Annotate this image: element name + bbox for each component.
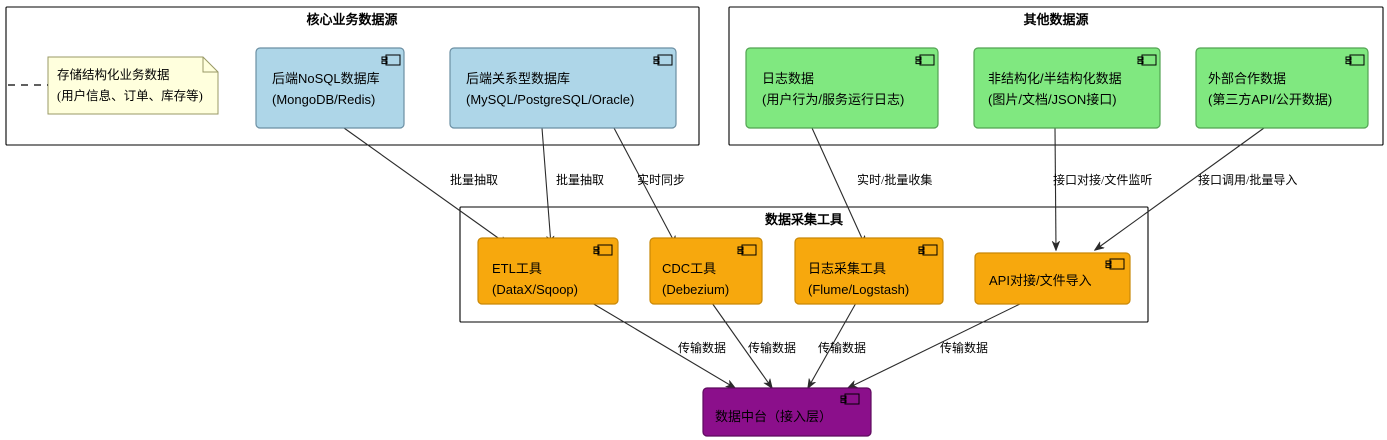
edge-unstruct-to-apitool: 接口对接/文件监听 bbox=[1051, 127, 1152, 252]
edge-cdc-to-platform: 传输数据 bbox=[711, 302, 796, 389]
edge-label-api-call-batch-import: 接口调用/批量导入 bbox=[1198, 172, 1297, 187]
component-icon bbox=[1345, 54, 1365, 66]
edge-rdbms-to-cdc: 实时同步 bbox=[613, 127, 685, 247]
edge-etl-to-platform: 传输数据 bbox=[591, 302, 736, 389]
edge-label-api-file-listen: 接口对接/文件监听 bbox=[1053, 172, 1152, 187]
edge-label-transfer-4: 传输数据 bbox=[940, 340, 988, 355]
edge-label-batch-extract-2: 批量抽取 bbox=[556, 172, 604, 187]
node-label-line1: 非结构化/半结构化数据 bbox=[988, 71, 1122, 86]
node-label-line2: (Debezium) bbox=[662, 282, 729, 297]
component-icon bbox=[1105, 258, 1125, 270]
edge-label-transfer-1: 传输数据 bbox=[678, 340, 726, 355]
node-log-data[interactable]: 日志数据 (用户行为/服务运行日志) bbox=[745, 47, 939, 129]
edge-label-transfer-3: 传输数据 bbox=[818, 340, 866, 355]
node-label-line2: (MongoDB/Redis) bbox=[272, 92, 375, 107]
node-label-line1: API对接/文件导入 bbox=[989, 273, 1092, 288]
node-label-line1: ETL工具 bbox=[492, 261, 542, 276]
edge-logdata-to-logtool: 实时/批量收集 bbox=[811, 127, 932, 247]
edge-label-realtime-batch-collect: 实时/批量收集 bbox=[857, 172, 932, 187]
edge-label-batch-extract-1: 批量抽取 bbox=[450, 172, 498, 187]
node-label-line1: 日志采集工具 bbox=[808, 261, 886, 276]
edge-nosql-to-etl: 批量抽取 bbox=[343, 127, 509, 246]
node-label-line1: CDC工具 bbox=[662, 261, 716, 276]
edge-rdbms-to-etl: 批量抽取 bbox=[541, 127, 604, 247]
note-structured-business-data: 存储结构化业务数据 (用户信息、订单、库存等) bbox=[8, 56, 219, 115]
node-external-partner-data[interactable]: 外部合作数据 (第三方API/公开数据) bbox=[1195, 47, 1369, 129]
edge-label-realtime-sync: 实时同步 bbox=[637, 172, 685, 187]
node-label-line2: (图片/文档/JSON接口) bbox=[988, 92, 1117, 107]
component-icon bbox=[1137, 54, 1157, 66]
note-line-1: 存储结构化业务数据 bbox=[57, 67, 170, 82]
node-label-line1: 外部合作数据 bbox=[1208, 71, 1286, 86]
component-icon bbox=[381, 54, 401, 66]
node-log-collection-tool[interactable]: 日志采集工具 (Flume/Logstash) bbox=[794, 237, 944, 305]
component-icon bbox=[915, 54, 935, 66]
node-label-line2: (DataX/Sqoop) bbox=[492, 282, 578, 297]
component-icon bbox=[593, 244, 613, 256]
node-label-line1: 后端关系型数据库 bbox=[466, 71, 570, 86]
component-icon bbox=[653, 54, 673, 66]
node-label-line2: (用户行为/服务运行日志) bbox=[762, 92, 904, 107]
node-label-line2: (Flume/Logstash) bbox=[808, 282, 909, 297]
edge-external-to-apitool: 接口调用/批量导入 bbox=[1094, 127, 1297, 251]
node-label-line2: (第三方API/公开数据) bbox=[1208, 92, 1332, 107]
group-core-title: 核心业务数据源 bbox=[306, 12, 397, 27]
component-icon bbox=[737, 244, 757, 256]
group-other-title: 其他数据源 bbox=[1023, 12, 1088, 27]
node-etl-tool[interactable]: ETL工具 (DataX/Sqoop) bbox=[477, 237, 619, 305]
node-api-file-import-tool[interactable]: API对接/文件导入 bbox=[974, 252, 1131, 305]
node-backend-relational-db[interactable]: 后端关系型数据库 (MySQL/PostgreSQL/Oracle) bbox=[449, 47, 677, 129]
node-label-line2: (MySQL/PostgreSQL/Oracle) bbox=[466, 92, 634, 107]
edge-apitool-to-platform: 传输数据 bbox=[846, 302, 1023, 389]
node-label-line1: 日志数据 bbox=[762, 71, 814, 86]
node-label-line1: 数据中台（接入层） bbox=[715, 409, 832, 424]
edge-logtool-to-platform: 传输数据 bbox=[807, 302, 866, 389]
component-icon bbox=[840, 393, 860, 405]
component-icon bbox=[918, 244, 938, 256]
group-collect-title: 数据采集工具 bbox=[765, 212, 843, 227]
node-data-platform-access-layer[interactable]: 数据中台（接入层） bbox=[702, 387, 872, 437]
node-label-line1: 后端NoSQL数据库 bbox=[272, 71, 380, 86]
note-line-2: (用户信息、订单、库存等) bbox=[57, 88, 203, 103]
node-backend-nosql-db[interactable]: 后端NoSQL数据库 (MongoDB/Redis) bbox=[255, 47, 405, 129]
node-cdc-tool[interactable]: CDC工具 (Debezium) bbox=[649, 237, 763, 305]
edge-label-transfer-2: 传输数据 bbox=[748, 340, 796, 355]
node-unstructured-data[interactable]: 非结构化/半结构化数据 (图片/文档/JSON接口) bbox=[973, 47, 1161, 129]
